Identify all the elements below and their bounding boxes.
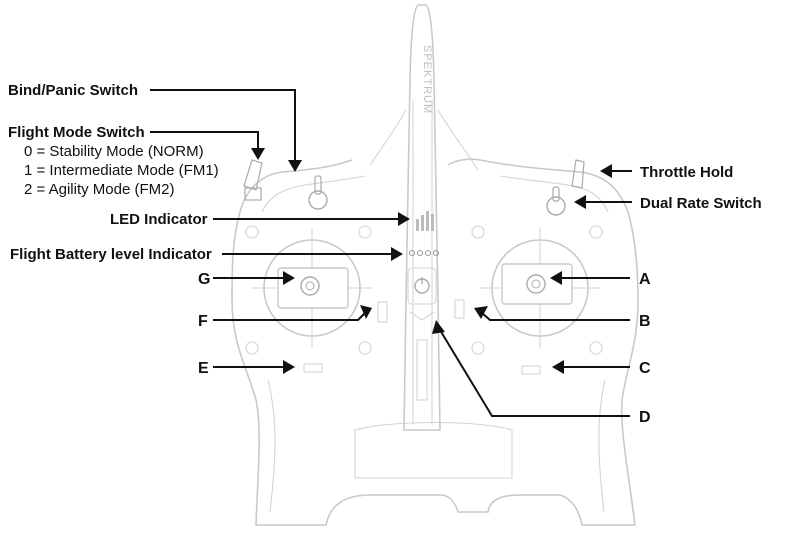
callout-f: F bbox=[198, 313, 208, 330]
bind-panic-switch-graphic bbox=[308, 175, 328, 210]
callout-c: C bbox=[639, 360, 651, 377]
label-mode-1: 1 = Intermediate Mode (FM1) bbox=[24, 162, 219, 179]
left-gimbal-graphic bbox=[252, 228, 372, 348]
label-battery-indicator: Flight Battery level Indicator bbox=[10, 246, 212, 263]
label-led-indicator: LED Indicator bbox=[110, 211, 208, 228]
dual-rate-switch-graphic bbox=[546, 186, 566, 216]
label-throttle-hold: Throttle Hold bbox=[640, 164, 733, 181]
throttle-hold-switch-graphic bbox=[571, 159, 585, 189]
callout-a: A bbox=[639, 271, 651, 288]
right-gimbal-graphic bbox=[480, 228, 600, 348]
labels: Bind/Panic Switch Flight Mode Switch 0 =… bbox=[8, 82, 762, 426]
leader-lines bbox=[150, 89, 632, 417]
label-mode-2: 2 = Agility Mode (FM2) bbox=[24, 181, 174, 198]
trim-e-graphic bbox=[303, 363, 323, 373]
battery-indicator-graphic bbox=[409, 250, 439, 256]
callout-e: E bbox=[198, 360, 209, 377]
brand-logo-text: SPEKTRUM bbox=[421, 45, 433, 114]
led-indicator-graphic bbox=[416, 211, 434, 231]
label-flight-mode-switch: Flight Mode Switch bbox=[8, 124, 145, 141]
power-button-graphic bbox=[407, 267, 437, 305]
callout-g: G bbox=[198, 271, 210, 288]
callout-b: B bbox=[639, 313, 651, 330]
callout-d: D bbox=[639, 409, 651, 426]
transmitter-body: SPEKTRUM bbox=[231, 4, 639, 526]
label-dual-rate-switch: Dual Rate Switch bbox=[640, 195, 762, 212]
trim-c-graphic bbox=[521, 365, 541, 375]
label-mode-0: 0 = Stability Mode (NORM) bbox=[24, 143, 204, 160]
flight-mode-switch-graphic bbox=[243, 159, 263, 201]
trim-b-graphic bbox=[454, 299, 465, 319]
label-bind-panic-switch: Bind/Panic Switch bbox=[8, 82, 138, 99]
trim-f-graphic bbox=[377, 301, 388, 323]
